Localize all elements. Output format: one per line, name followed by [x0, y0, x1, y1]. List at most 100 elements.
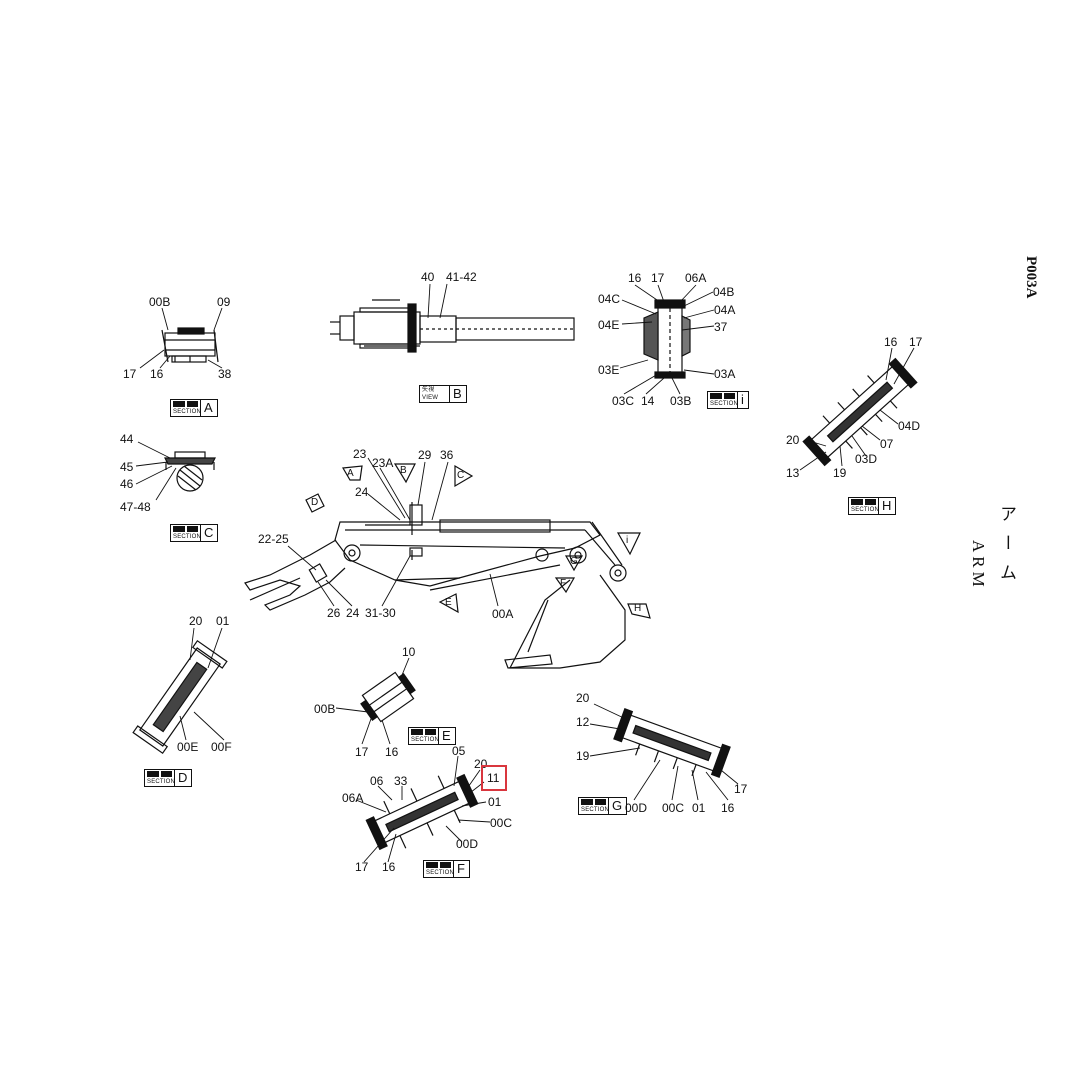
part-label[interactable]: 46: [120, 477, 134, 491]
part-label[interactable]: 06A: [685, 271, 707, 285]
part-label[interactable]: 09: [217, 295, 231, 309]
tag-section-f[interactable]: SECTION F: [423, 860, 470, 878]
part-label[interactable]: 04D: [898, 419, 921, 433]
part-label[interactable]: 36: [440, 448, 454, 462]
part-label-highlighted[interactable]: 11: [487, 771, 500, 785]
arrow-g-letter[interactable]: G: [570, 556, 578, 567]
part-label[interactable]: 04B: [713, 285, 735, 299]
arrow-f-letter[interactable]: F: [560, 578, 567, 589]
section-g-drawing: [613, 708, 731, 778]
part-label[interactable]: 01: [216, 614, 230, 628]
arrow-c-letter[interactable]: C: [457, 470, 465, 481]
part-label[interactable]: 14: [641, 394, 655, 408]
part-label[interactable]: 00E: [177, 740, 199, 754]
part-label[interactable]: 04E: [598, 318, 620, 332]
part-label[interactable]: 19: [833, 466, 847, 480]
section-c-drawing: [164, 451, 216, 492]
part-label[interactable]: 00B: [149, 295, 171, 309]
part-label[interactable]: 03E: [598, 363, 620, 377]
part-label[interactable]: 13: [786, 466, 800, 480]
part-label[interactable]: 07: [880, 437, 894, 451]
part-label[interactable]: 31-30: [365, 606, 396, 620]
part-label[interactable]: 01: [488, 795, 502, 809]
arrow-h-letter[interactable]: H: [634, 603, 642, 614]
section-a-drawing: [161, 327, 219, 363]
part-label[interactable]: 12: [576, 715, 590, 729]
part-label[interactable]: 22-25: [258, 532, 289, 546]
leader-lines: [135, 283, 915, 863]
part-label[interactable]: 16: [385, 745, 399, 759]
part-label[interactable]: 17: [651, 271, 665, 285]
arrow-i-letter[interactable]: i: [626, 535, 629, 546]
view-b-drawing: [330, 299, 575, 353]
part-label[interactable]: 16: [721, 801, 735, 815]
part-label[interactable]: 00B: [314, 702, 336, 716]
part-label[interactable]: 16: [150, 367, 164, 381]
part-label[interactable]: 17: [123, 367, 137, 381]
part-label[interactable]: 47-48: [120, 500, 151, 514]
part-label[interactable]: 33: [394, 774, 408, 788]
part-label[interactable]: 37: [714, 320, 728, 334]
part-label[interactable]: 17: [909, 335, 923, 349]
part-label[interactable]: 01: [692, 801, 706, 815]
part-label[interactable]: 03A: [714, 367, 736, 381]
part-label[interactable]: 23A: [372, 456, 394, 470]
part-label[interactable]: 04A: [714, 303, 736, 317]
part-label[interactable]: 17: [355, 745, 369, 759]
part-label[interactable]: 03C: [612, 394, 635, 408]
tag-section-c[interactable]: SECTION C: [170, 524, 219, 542]
part-label[interactable]: 26: [327, 606, 341, 620]
part-label[interactable]: 45: [120, 460, 134, 474]
part-label[interactable]: 04C: [598, 292, 621, 306]
part-label[interactable]: 16: [628, 271, 642, 285]
part-label[interactable]: 00C: [490, 816, 513, 830]
part-label[interactable]: 20: [474, 757, 488, 771]
part-label[interactable]: 00A: [492, 607, 514, 621]
tag-section-e[interactable]: SECTION E: [408, 727, 456, 745]
section-d-drawing: [132, 639, 228, 755]
part-label[interactable]: 05: [452, 744, 466, 758]
part-label[interactable]: 06: [370, 774, 384, 788]
arrow-a-letter[interactable]: A: [347, 468, 354, 479]
part-label[interactable]: 44: [120, 432, 134, 446]
part-label[interactable]: 17: [355, 860, 369, 874]
part-label[interactable]: 00D: [625, 801, 648, 815]
arrow-b-letter[interactable]: B: [400, 465, 407, 476]
part-label[interactable]: 20: [576, 691, 590, 705]
part-label[interactable]: 17: [734, 782, 748, 796]
arm-assembly-drawing: [244, 502, 627, 669]
part-label[interactable]: 16: [884, 335, 898, 349]
part-label[interactable]: 29: [418, 448, 432, 462]
part-label[interactable]: 23: [353, 447, 367, 461]
part-label[interactable]: 19: [576, 749, 590, 763]
part-label[interactable]: 10: [402, 645, 416, 659]
section-f-drawing: [365, 773, 479, 851]
arrow-e-letter[interactable]: E: [445, 597, 452, 608]
tag-section-d[interactable]: SECTION D: [144, 769, 193, 787]
tag-section-a[interactable]: SECTION A: [170, 399, 218, 417]
part-label[interactable]: 16: [382, 860, 396, 874]
part-label[interactable]: 03B: [670, 394, 692, 408]
highlight-box[interactable]: [481, 765, 507, 791]
part-label[interactable]: 00C: [662, 801, 685, 815]
tag-section-h[interactable]: SECTION H: [848, 497, 897, 515]
part-label[interactable]: 00D: [456, 837, 479, 851]
tag-section-i[interactable]: SECTION i: [707, 391, 749, 409]
part-label[interactable]: 20: [189, 614, 203, 628]
part-label[interactable]: 24: [346, 606, 360, 620]
part-label[interactable]: 00F: [211, 740, 232, 754]
view-kanji: 矢視: [422, 387, 435, 393]
section-h-drawing: [802, 357, 918, 467]
arrow-d-letter[interactable]: D: [311, 497, 319, 508]
title-japanese: ア ー ム: [997, 505, 1016, 585]
tag-section-g[interactable]: SECTION G: [578, 797, 628, 815]
part-label[interactable]: 40: [421, 270, 435, 284]
part-label[interactable]: 24: [355, 485, 369, 499]
part-label[interactable]: 20: [786, 433, 800, 447]
part-label[interactable]: 38: [218, 367, 232, 381]
part-label[interactable]: 06A: [342, 791, 364, 805]
part-label[interactable]: 03D: [855, 452, 878, 466]
part-label[interactable]: 41-42: [446, 270, 477, 284]
